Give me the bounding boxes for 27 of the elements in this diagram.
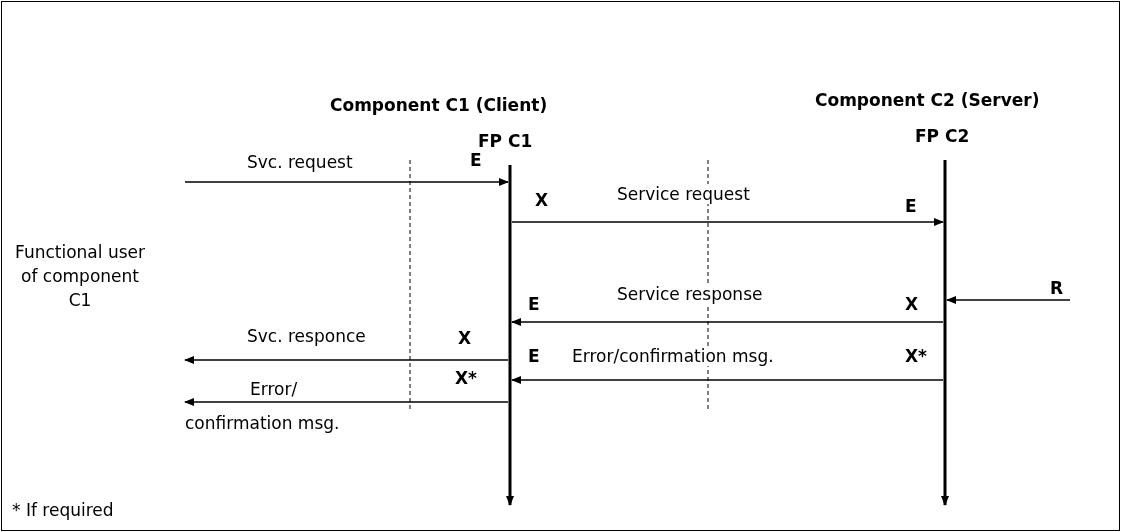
- movement-mark: X: [458, 328, 472, 348]
- arrow: [511, 376, 944, 384]
- arrow: [511, 318, 944, 326]
- movement-mark: X*: [455, 368, 477, 388]
- movement-mark: E: [905, 196, 917, 216]
- edge-label: Service request: [615, 184, 752, 204]
- movement-mark: X*: [905, 346, 927, 366]
- movement-mark: E: [528, 294, 540, 314]
- arrow: [184, 356, 509, 364]
- lifeline-heading: Component C2 (Server): [815, 90, 1040, 110]
- edge-label: Svc. responce: [245, 326, 368, 346]
- movement-mark: X: [535, 190, 549, 210]
- arrow: [184, 178, 509, 186]
- movement-mark: E: [470, 150, 482, 170]
- edge-label: Error/ confirmation msg.: [185, 378, 341, 435]
- lifeline-label: FP C1: [478, 131, 533, 151]
- actor-label: Functional user of component C1: [14, 241, 146, 312]
- edge-label: Svc. request: [245, 152, 355, 172]
- edge-label: Service response: [615, 284, 765, 304]
- arrow: [184, 398, 509, 406]
- arrow: [511, 218, 944, 226]
- movement-mark: X: [905, 294, 919, 314]
- lifeline-label: FP C2: [915, 126, 970, 146]
- footnote: * If required: [12, 500, 114, 520]
- arrow: [946, 296, 1071, 304]
- lifeline-heading: Component C1 (Client): [330, 95, 548, 115]
- movement-mark: E: [528, 346, 540, 366]
